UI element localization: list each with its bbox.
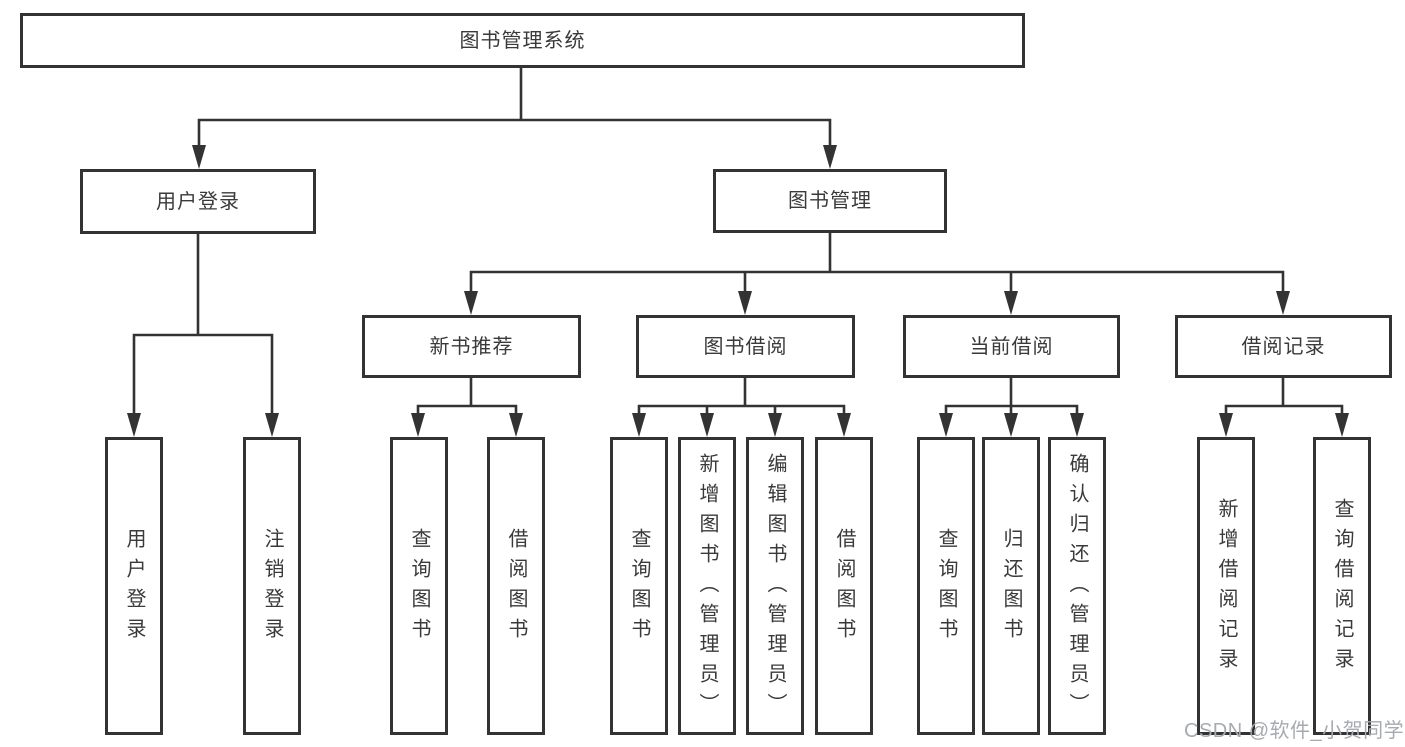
connector-new-book-rail — [416, 404, 518, 429]
arrow-down-icon — [939, 413, 953, 437]
arrow-down-icon — [127, 413, 141, 437]
arrow-down-icon — [700, 413, 714, 437]
arrow-down-icon — [411, 413, 425, 437]
arrow-down-icon — [1276, 291, 1290, 315]
node-user-login: 用户登录 — [80, 169, 316, 234]
node-book-borrowing: 图书借阅 — [636, 315, 855, 378]
leaf-query-books-current: 查询图书 — [917, 437, 975, 735]
node-book-management: 图书管理 — [713, 169, 947, 233]
node-new-book-recommendation: 新书推荐 — [362, 315, 581, 378]
arrow-down-icon — [768, 413, 782, 437]
leaf-logout: 注销登录 — [243, 437, 301, 735]
connector-root-rail — [197, 118, 832, 161]
node-borrowing-records: 借阅记录 — [1175, 315, 1392, 378]
connector-book-borrow-rail — [637, 404, 846, 429]
arrow-down-icon — [1219, 413, 1233, 437]
arrow-down-icon — [837, 413, 851, 437]
arrowheads — [127, 145, 1349, 437]
leaf-return-books: 归还图书 — [982, 437, 1040, 735]
arrow-down-icon — [192, 145, 206, 169]
arrow-down-icon — [1004, 291, 1018, 315]
leaf-query-books-recommend: 查询图书 — [390, 437, 448, 735]
arrow-down-icon — [738, 291, 752, 315]
connector-user-login-rail — [132, 333, 274, 429]
arrow-down-icon — [823, 145, 837, 169]
leaf-borrow-books-recommend: 借阅图书 — [487, 437, 545, 735]
leaf-user-login: 用户登录 — [105, 437, 163, 735]
csdn-watermark: CSDN @软件_小贺同学 — [1184, 720, 1405, 742]
leaf-borrow-books: 借阅图书 — [815, 437, 873, 735]
arrow-down-icon — [265, 413, 279, 437]
node-current-borrowing: 当前借阅 — [903, 315, 1120, 378]
arrow-down-icon — [509, 413, 523, 437]
arrow-down-icon — [1004, 413, 1018, 437]
arrow-down-icon — [464, 291, 478, 315]
leaf-query-borrow-record: 查询借阅记录 — [1313, 437, 1371, 735]
arrow-down-icon — [632, 413, 646, 437]
node-root-system: 图书管理系统 — [20, 13, 1025, 68]
leaf-add-books-admin: 新增图书（管理员） — [678, 437, 736, 735]
connector-book-mgmt-rail — [469, 270, 1285, 307]
leaf-add-borrow-record: 新增借阅记录 — [1197, 437, 1255, 735]
leaf-confirm-return-admin: 确认归还（管理员） — [1048, 437, 1106, 735]
connector-borrow-records-rail — [1224, 404, 1344, 429]
arrow-down-icon — [1335, 413, 1349, 437]
leaf-query-books-borrow: 查询图书 — [610, 437, 668, 735]
leaf-edit-books-admin: 编辑图书（管理员） — [746, 437, 804, 735]
arrow-down-icon — [1070, 413, 1084, 437]
